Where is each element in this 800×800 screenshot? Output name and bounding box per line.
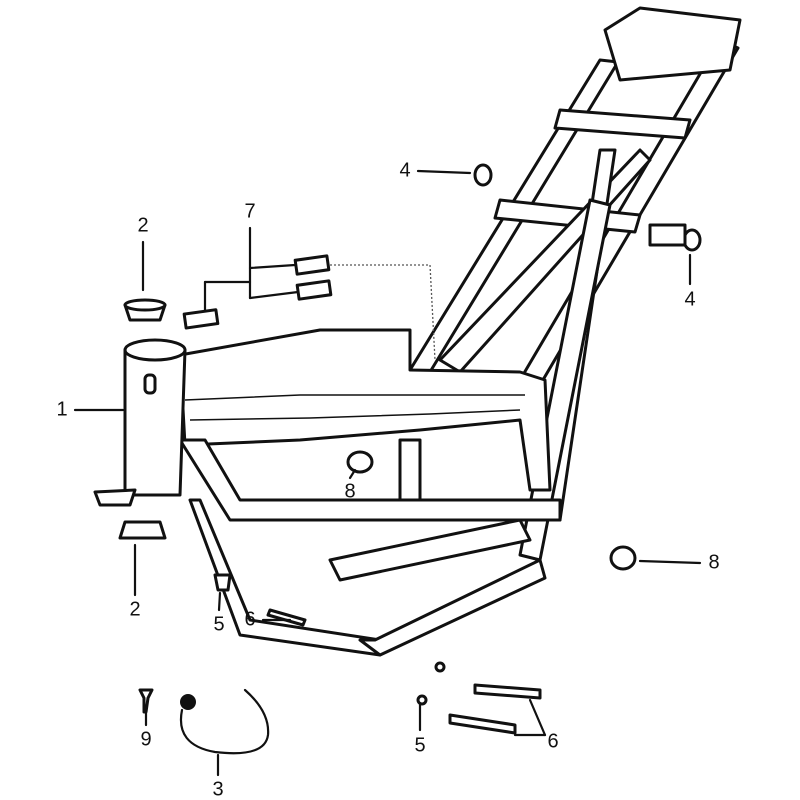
ground-cable: [179, 688, 270, 755]
clip-nut-3: [182, 308, 220, 330]
bolt-pair-2: [448, 713, 517, 735]
head-tube: [93, 338, 187, 507]
callout-2b: 2: [129, 598, 140, 620]
callout-4b: 4: [684, 288, 695, 310]
nut: [213, 573, 232, 592]
cross-member-1: [553, 108, 692, 140]
engine-mount: [398, 438, 422, 502]
callout-6b: 6: [547, 730, 558, 752]
down-tube: [178, 438, 562, 522]
callout-5a: 5: [213, 613, 224, 635]
callout-4a: 4: [399, 159, 410, 181]
callout-7: 7: [244, 200, 255, 222]
bush-inner: [346, 450, 374, 474]
bolt-pair-1: [473, 683, 542, 700]
cradle-rear: [358, 558, 547, 657]
callout-8a: 8: [344, 480, 355, 502]
nut-pair-1: [434, 661, 446, 673]
callout-1: 1: [56, 398, 67, 420]
clip-nut-2: [295, 279, 333, 301]
bush-outer: [609, 545, 637, 571]
top-tube: [178, 328, 552, 492]
callout-9: 9: [140, 728, 151, 750]
bearing-cup-lower: [118, 520, 167, 540]
nut-pair-2: [416, 694, 428, 706]
callout-3: 3: [212, 778, 223, 800]
leader-lines: [73, 169, 702, 777]
screw: [138, 688, 154, 714]
callout-6a: 6: [244, 608, 255, 630]
bearing-cup-upper: [123, 298, 167, 322]
rear-plate: [603, 6, 742, 82]
callout-2a: 2: [137, 214, 148, 236]
callout-5b: 5: [414, 734, 425, 756]
bolt: [266, 608, 307, 627]
main-frame: [93, 6, 742, 657]
rubber-bush-left: [473, 163, 493, 187]
cradle-bottom: [328, 518, 532, 582]
clip-nut-1: [293, 254, 331, 276]
callout-8b: 8: [708, 551, 719, 573]
pivot-tube: [648, 223, 687, 247]
